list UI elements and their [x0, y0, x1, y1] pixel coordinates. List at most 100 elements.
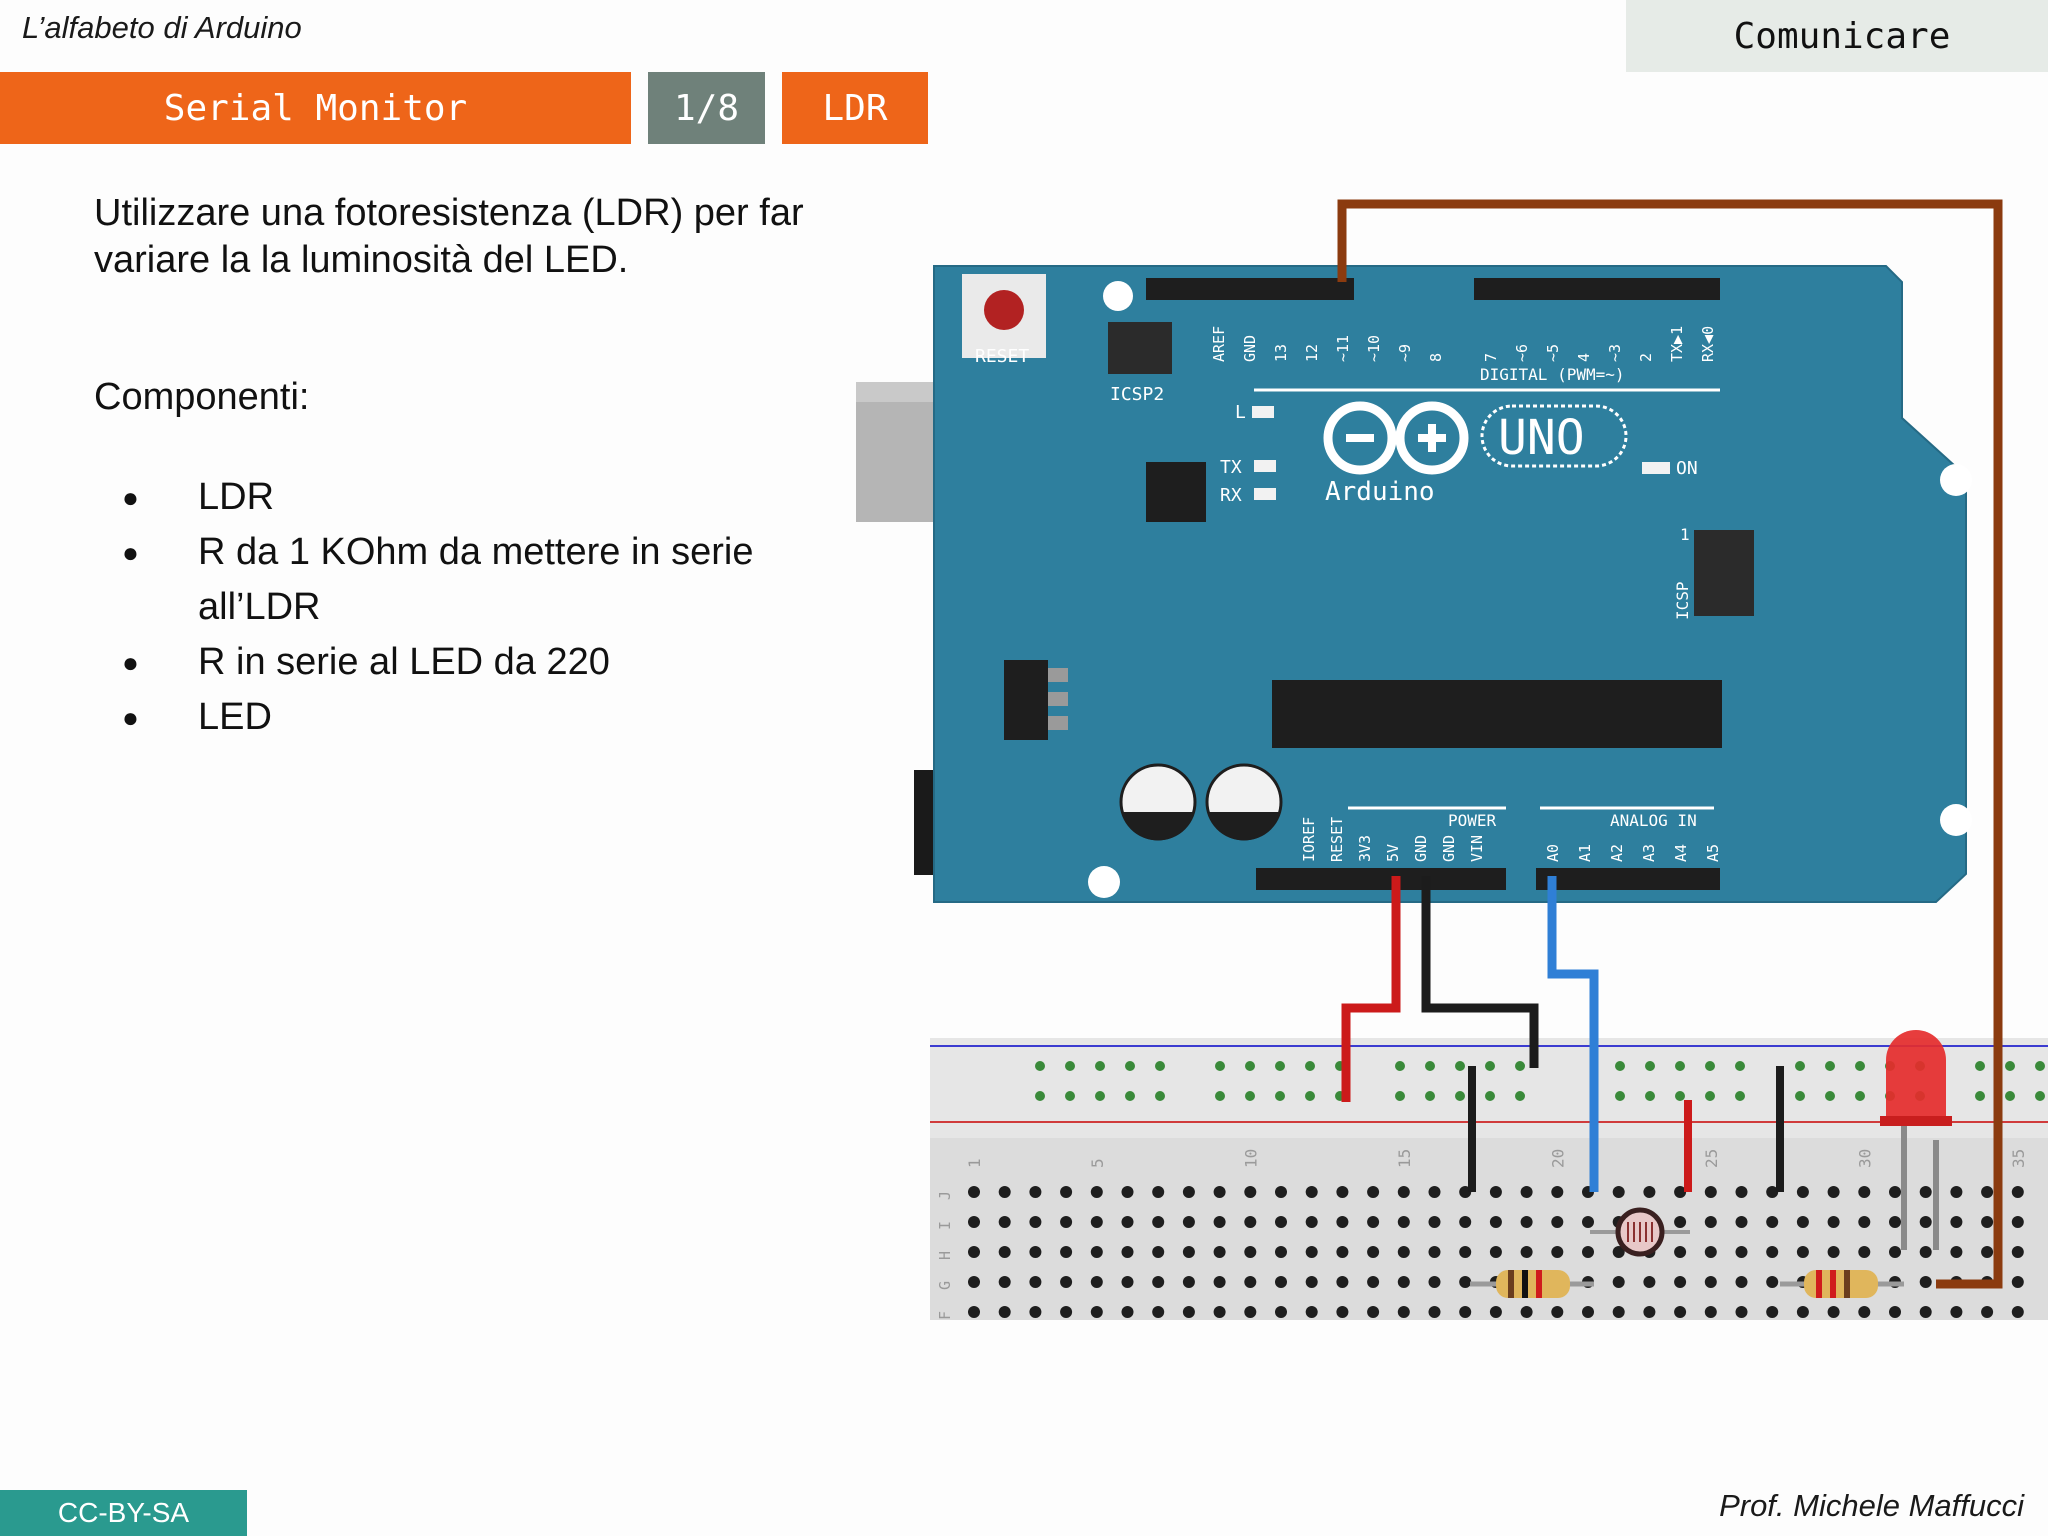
terminal-hole — [1582, 1306, 1594, 1318]
terminal-hole — [2011, 1186, 2024, 1198]
rail-hole — [1975, 1061, 1985, 1071]
terminal-hole — [1889, 1186, 1901, 1198]
terminal-hole — [1367, 1246, 1380, 1258]
terminal-hole — [1766, 1246, 1779, 1258]
tab-serial-monitor[interactable]: Serial Monitor — [0, 72, 631, 144]
terminal-hole — [1489, 1246, 1502, 1258]
terminal-hole — [1520, 1216, 1533, 1228]
digital-header-right — [1474, 278, 1720, 300]
rail-hole — [1125, 1061, 1135, 1071]
svg-text:1: 1 — [1680, 525, 1690, 544]
terminal-hole — [1858, 1216, 1871, 1228]
power-pin-label: IOREF — [1300, 817, 1318, 862]
terminal-hole — [1060, 1246, 1073, 1258]
terminal-hole — [1489, 1186, 1502, 1198]
svg-text:TX: TX — [1220, 457, 1242, 478]
column-number: 35 — [2009, 1149, 2028, 1168]
rail-hole — [1305, 1091, 1315, 1101]
rail-hole — [1515, 1061, 1525, 1071]
terminal-hole — [1796, 1216, 1809, 1228]
terminal-hole — [1182, 1276, 1195, 1288]
arduino-logo-icon — [1323, 401, 1469, 475]
power-label: POWER — [1448, 811, 1497, 830]
terminal-hole — [1459, 1216, 1472, 1228]
terminal-hole — [968, 1186, 980, 1198]
column-number: 20 — [1548, 1149, 1567, 1168]
terminal-hole — [998, 1246, 1011, 1258]
voltage-regulator — [1004, 660, 1048, 740]
column-number: 25 — [1702, 1149, 1721, 1168]
svg-text:RX: RX — [1220, 485, 1242, 506]
terminal-hole — [1121, 1246, 1134, 1258]
rail-hole — [1855, 1091, 1865, 1101]
rail-hole — [1065, 1061, 1075, 1071]
power-pin-label: RESET — [1328, 817, 1346, 862]
terminal-hole — [1889, 1246, 1901, 1258]
terminal-hole — [998, 1186, 1011, 1198]
column-number: 30 — [1855, 1149, 1874, 1168]
terminal-hole — [1950, 1216, 1963, 1228]
terminal-hole — [1213, 1276, 1226, 1288]
terminal-hole — [1029, 1276, 1042, 1288]
list-item: ●R in serie al LED da 220 — [94, 635, 814, 690]
terminal-hole — [1428, 1216, 1441, 1228]
digital-pin-label: ~5 — [1544, 344, 1562, 362]
terminal-hole — [1796, 1246, 1809, 1258]
terminal-hole — [1213, 1216, 1226, 1228]
terminal-hole — [1735, 1246, 1748, 1258]
icsp-header — [1694, 530, 1754, 616]
terminal-hole — [1551, 1246, 1564, 1258]
column-number: 15 — [1395, 1149, 1414, 1168]
rail-hole — [2035, 1091, 2045, 1101]
rail-hole — [1155, 1061, 1165, 1071]
terminal-hole — [1643, 1186, 1656, 1198]
intro-text: Utilizzare una fotoresistenza (LDR) per … — [94, 192, 804, 281]
terminal-hole — [1397, 1246, 1410, 1258]
terminal-hole — [1950, 1306, 1963, 1318]
digital-pin-label: 4 — [1575, 353, 1593, 362]
analog-pin-label: A2 — [1608, 844, 1626, 862]
rail-hole — [1675, 1061, 1685, 1071]
list-item: ●LDR — [94, 470, 814, 525]
terminal-hole — [1275, 1246, 1287, 1258]
analog-pin-label: A0 — [1544, 844, 1562, 862]
terminal-hole — [1766, 1186, 1779, 1198]
rail-hole — [1975, 1091, 1985, 1101]
rail-hole — [1515, 1091, 1525, 1101]
terminal-hole — [1152, 1246, 1165, 1258]
rail-hole — [1675, 1091, 1685, 1101]
rail-hole — [1855, 1061, 1865, 1071]
terminal-hole — [1796, 1306, 1809, 1318]
row-letter: H — [936, 1251, 954, 1260]
terminal-hole — [1950, 1186, 1963, 1198]
terminal-hole — [1275, 1276, 1287, 1288]
analog-pin-label: A5 — [1704, 844, 1722, 862]
rail-hole — [1395, 1091, 1405, 1101]
terminal-hole — [1582, 1216, 1594, 1228]
terminal-hole — [1305, 1246, 1318, 1258]
brand-label: Arduino — [1325, 477, 1435, 507]
rail-hole — [1795, 1061, 1805, 1071]
terminal-hole — [1889, 1216, 1901, 1228]
power-header — [1256, 868, 1506, 890]
tab-page-counter[interactable]: 1/8 — [648, 72, 765, 144]
terminal-hole — [1674, 1216, 1687, 1228]
terminal-hole — [1244, 1216, 1257, 1228]
power-pin-label: 3V3 — [1356, 835, 1374, 862]
terminal-hole — [2011, 1306, 2024, 1318]
tab-ldr[interactable]: LDR — [782, 72, 928, 144]
rail-hole — [1215, 1091, 1225, 1101]
rail-hole — [1245, 1061, 1255, 1071]
terminal-hole — [1428, 1306, 1441, 1318]
terminal-hole — [1305, 1216, 1318, 1228]
power-pin-label: GND — [1412, 835, 1430, 862]
terminal-hole — [1213, 1306, 1226, 1318]
terminal-hole — [1428, 1186, 1441, 1198]
terminal-hole — [1674, 1276, 1687, 1288]
digital-pin-label: RX◀0 — [1699, 326, 1717, 362]
terminal-hole — [998, 1306, 1011, 1318]
analog-header — [1536, 868, 1720, 890]
